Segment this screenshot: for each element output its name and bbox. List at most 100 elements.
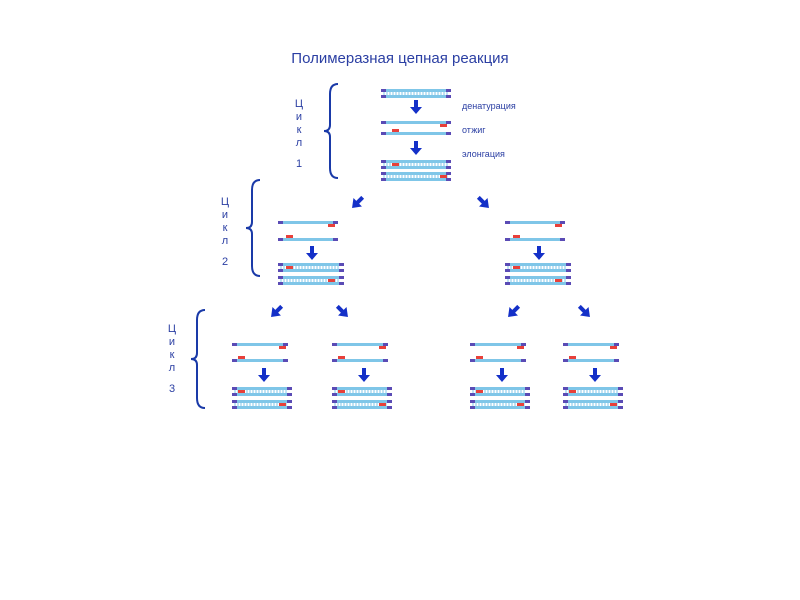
cycle-1-duplex-a-top [381, 160, 451, 163]
cycle-3-block-2-strand-2-end-left [332, 359, 337, 362]
cycle-3-block-1-arrow-down [258, 368, 270, 382]
cycle-3-letter-4: л [168, 362, 176, 374]
cycle-2-right-primer-4 [555, 279, 562, 282]
cycle-3-block-4-duplex-a-bottom-end-left [563, 393, 568, 396]
cycle-1-duplex-b-bottom [381, 178, 451, 181]
cycle-2-right-strand-1 [505, 221, 565, 224]
cycle-1-brace [323, 83, 339, 179]
cycle-3-block-4-duplex-b-top [563, 400, 623, 403]
cycle-3-block-4-primer-4 [610, 403, 617, 406]
cycle-1-number: 1 [295, 158, 303, 170]
cycle-3-block-3-duplex-b-bottom-end-left [470, 406, 475, 409]
cycle-2-right-duplex-a-bottom [505, 269, 571, 272]
cycle-2-right-duplex-b-top-end-right [566, 276, 571, 279]
cycle-3-block-4-duplex-b-top-end-right [618, 400, 623, 403]
cycle-3-block-2-duplex-a-top-end-right [387, 387, 392, 390]
cycle-2-number: 2 [221, 256, 229, 268]
cycle-3-block-4-strand-1-end-left [563, 343, 568, 346]
cycle-3-block-2-duplex-a-bottom [332, 393, 392, 396]
cycle-1-letter-1: Ц [294, 98, 304, 110]
cycle-2-left-primer-1 [328, 224, 335, 227]
cycle-3-block-2-strand-2-end-right [383, 359, 388, 362]
cycle-3-block-1-duplex-a-bottom-end-left [232, 393, 237, 396]
cycle-3-block-3-strand-1-end-right [521, 343, 526, 346]
cycle-1-primer-1 [440, 124, 447, 127]
cycle-3-block-1-primer-1 [279, 346, 286, 349]
cycle-3-block-3-strand-2 [470, 359, 526, 362]
step-label-elongation: элонгация [462, 149, 505, 159]
cycle-2-right-duplex-b-bottom [505, 282, 571, 285]
cycle-2-left-duplex-a-top-end-right [339, 263, 344, 266]
cycle-2-right-primer-1 [555, 224, 562, 227]
cycle-3-number: 3 [168, 383, 176, 395]
cycle-2-left-strand-1-end-right [333, 221, 338, 224]
cycle-3-block-3-duplex-a-top-end-right [525, 387, 530, 390]
cycle-3-block-3-primer-4 [517, 403, 524, 406]
cycle-2-right-strand-2 [505, 238, 565, 241]
cycle-1-duplex-a-top-end-left [381, 160, 386, 163]
cycle-3-block-3-strand-2-end-right [521, 359, 526, 362]
cycle-3-block-2-arrow-down [358, 368, 370, 382]
cycle-2-right-duplex-a-top-end-left [505, 263, 510, 266]
cycle-3-block-1-duplex-a-top [232, 387, 292, 390]
cycle-3-block-3-primer-2 [476, 356, 483, 359]
cycle-2-left-primer-2 [286, 235, 293, 238]
cycle-3-letter-2: и [168, 336, 176, 348]
cycle-3-block-1-duplex-a-top-end-left [232, 387, 237, 390]
cycle-3-block-3-duplex-b-top [470, 400, 530, 403]
cycle-label-3: Ц и к л 3 [165, 323, 179, 396]
cycle-2-left-duplex-a-top-end-left [278, 263, 283, 266]
cycle-3-block-1-duplex-b-top [232, 400, 292, 403]
cycle-3-block-3-duplex-b-top-end-right [525, 400, 530, 403]
cycle-3-block-1-duplex-a-bottom [232, 393, 292, 396]
cycle-3-block-2-strand-1 [332, 343, 388, 346]
arrow-to-cycle-2-right-shape [476, 195, 489, 208]
cycle-3-block-3-primer-3 [476, 390, 483, 393]
cycle-1-strand-1-end-right [446, 121, 451, 124]
cycle-2-left-duplex-b-top-end-left [278, 276, 283, 279]
cycle-3-block-2-primer-3 [338, 390, 345, 393]
cycle-3-block-4-duplex-a-bottom [563, 393, 623, 396]
cycle-3-block-1-duplex-b-bottom-end-left [232, 406, 237, 409]
cycle-2-right-strand-2-end-left [505, 238, 510, 241]
cycle-3-block-1-duplex-b-bottom-end-right [287, 406, 292, 409]
cycle-3-block-3-duplex-a-bottom [470, 393, 530, 396]
arrow-to-cycle-2-left-shape [352, 195, 365, 208]
arrow-to-cycle-3-2 [335, 304, 348, 317]
cycle-2-left-strand-2 [278, 238, 338, 241]
cycle-2-left-duplex-a-bottom-end-left [278, 269, 283, 272]
cycle-3-block-3-strand-1 [470, 343, 526, 346]
cycle-3-block-4-duplex-b-bottom [563, 406, 623, 409]
cycle-3-block-4-duplex-a-top [563, 387, 623, 390]
cycle-3-block-2-duplex-b-bottom [332, 406, 392, 409]
cycle-3-block-3-duplex-a-bottom-end-right [525, 393, 530, 396]
cycle-2-left-duplex-b-top-end-right [339, 276, 344, 279]
cycle-3-block-1-strand-1-end-left [232, 343, 237, 346]
cycle-1-primer-2 [392, 129, 399, 132]
arrow-to-cycle-3-2-shape [335, 304, 348, 317]
cycle-3-block-1-strand-2 [232, 359, 288, 362]
cycle-2-right-strand-1-end-left [505, 221, 510, 224]
cycle-label-1: Ц и к л 1 [292, 98, 306, 171]
cycle-3-block-4-duplex-a-top-end-left [563, 387, 568, 390]
cycle-2-brace [245, 179, 261, 277]
cycle-3-brace [190, 309, 206, 409]
cycle-2-left-duplex-a-bottom [278, 269, 344, 272]
cycle-2-right-duplex-a-top-end-right [566, 263, 571, 266]
cycle-1-duplex-a-bottom [381, 166, 451, 169]
cycle-1-strand-2 [381, 132, 451, 135]
cycle-3-block-4-strand-2-end-right [614, 359, 619, 362]
cycle-3-block-1-duplex-b-top-end-left [232, 400, 237, 403]
arrow-to-cycle-3-3 [508, 304, 521, 317]
cycle-1-letter-2: и [295, 111, 303, 123]
cycle-2-left-duplex-a-bottom-end-right [339, 269, 344, 272]
cycle-3-block-1-strand-2-end-left [232, 359, 237, 362]
cycle-2-letter-3: к [222, 222, 228, 234]
cycle-1-duplex-b-bottom-end-right [446, 178, 451, 181]
cycle-3-block-3-strand-1-end-left [470, 343, 475, 346]
cycle-3-block-2-duplex-b-top [332, 400, 392, 403]
cycle-1-primer-4 [440, 175, 447, 178]
cycle-2-right-primer-2 [513, 235, 520, 238]
cycle-3-block-1-duplex-b-top-end-right [287, 400, 292, 403]
cycle-2-left-strand-2-end-left [278, 238, 283, 241]
